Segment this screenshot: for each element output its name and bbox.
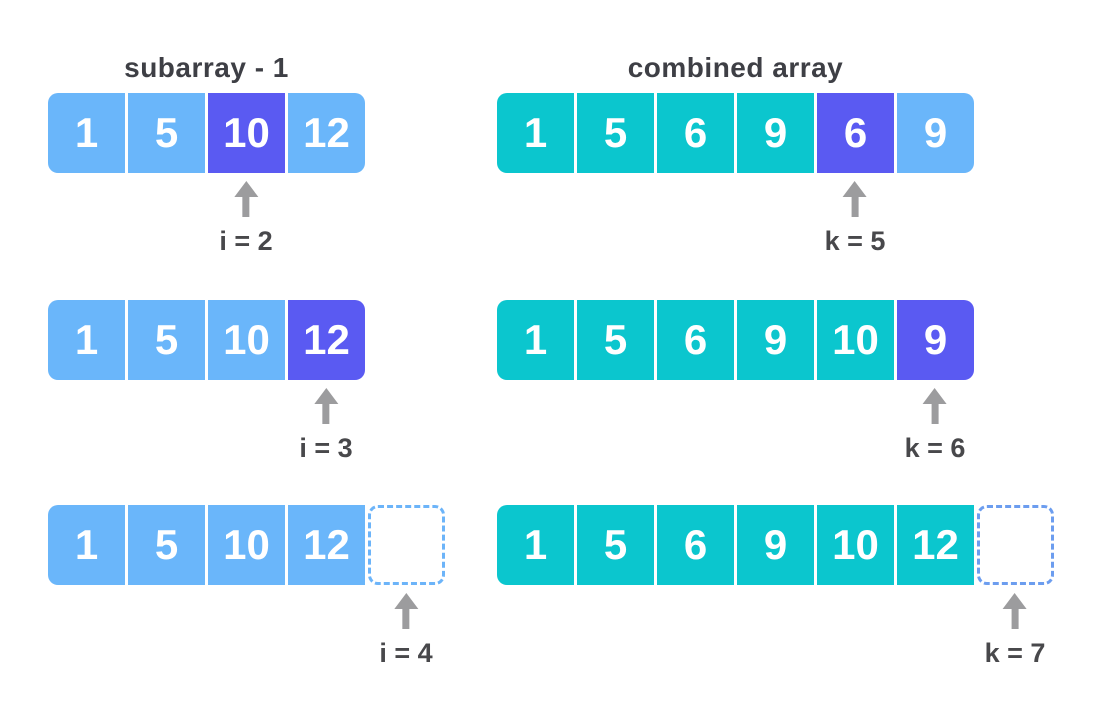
array-cell: 10	[208, 505, 285, 585]
empty-cell	[977, 505, 1054, 585]
index-pointer-k: k = 6	[904, 388, 966, 464]
index-pointer-k: k = 7	[984, 593, 1046, 669]
arrow-up-icon	[923, 388, 947, 404]
combined-array-title: combined array	[627, 52, 844, 83]
array-cell: 10	[817, 300, 894, 380]
array-cells: 1 5 10 12	[48, 300, 365, 380]
array-cell: 5	[128, 300, 205, 380]
index-pointer-k: k = 5	[824, 181, 886, 257]
array-cell: 9	[737, 505, 814, 585]
arrow-up-icon	[393, 593, 418, 609]
array-cell: 5	[577, 300, 654, 380]
arrow-stem	[402, 609, 410, 629]
array-cell: 6	[657, 300, 734, 380]
index-pointer-i: i = 4	[379, 593, 433, 669]
arrow-stem	[242, 197, 250, 217]
array-cell: 12	[288, 505, 365, 585]
array-cells: 1 5 6 9 10 12	[497, 505, 1054, 585]
combined-array-step-3: 1 5 6 9 10 12 k = 7	[497, 505, 1054, 668]
combined-array-step-2: 1 5 6 9 10 9 k = 6	[497, 300, 974, 463]
array-cell: 1	[497, 505, 574, 585]
array-cell: 5	[577, 93, 654, 173]
array-cell: 9	[737, 93, 814, 173]
array-cell: 1	[48, 300, 125, 380]
empty-cell	[368, 505, 445, 585]
array-cell: 9	[737, 300, 814, 380]
array-cell-highlighted: 9	[897, 300, 974, 380]
arrow-stem	[1011, 609, 1019, 629]
combined-array-step-1: combined array 1 5 6 9 6 9 k = 5	[497, 52, 974, 256]
subarray-step-3: 1 5 10 12 i = 4	[48, 505, 445, 668]
arrow-up-icon	[233, 181, 258, 197]
pointer-label: k = 7	[984, 638, 1046, 668]
array-cell: 1	[48, 93, 125, 173]
arrow-stem	[322, 404, 330, 424]
array-cell: 9	[897, 93, 974, 173]
array-cell: 6	[657, 505, 734, 585]
array-cell: 5	[128, 93, 205, 173]
arrow-up-icon	[843, 181, 867, 197]
pointer-label: i = 2	[219, 226, 273, 256]
array-cell-highlighted: 10	[208, 93, 285, 173]
array-cell: 1	[497, 93, 574, 173]
array-cells: 1 5 6 9 6 9	[497, 93, 974, 173]
index-pointer-i: i = 3	[299, 388, 353, 464]
array-cells: 1 5 10 12	[48, 93, 365, 173]
array-cell: 12	[288, 93, 365, 173]
array-cell: 10	[817, 505, 894, 585]
array-cell: 10	[208, 300, 285, 380]
array-cell: 6	[657, 93, 734, 173]
arrow-stem	[851, 197, 859, 217]
subarray-title: subarray - 1	[124, 52, 289, 83]
array-cell-highlighted: 6	[817, 93, 894, 173]
pointer-label: k = 6	[904, 433, 966, 463]
pointer-label: k = 5	[824, 226, 886, 256]
subarray-step-2: 1 5 10 12 i = 3	[48, 300, 365, 463]
array-cell-highlighted: 12	[288, 300, 365, 380]
array-cell: 1	[48, 505, 125, 585]
arrow-stem	[931, 404, 939, 424]
arrow-up-icon	[313, 388, 338, 404]
array-cells: 1 5 6 9 10 9	[497, 300, 974, 380]
array-cell: 1	[497, 300, 574, 380]
pointer-label: i = 3	[299, 433, 353, 463]
array-cell: 5	[128, 505, 205, 585]
array-cell: 12	[897, 505, 974, 585]
array-cells: 1 5 10 12	[48, 505, 445, 585]
index-pointer-i: i = 2	[219, 181, 273, 257]
arrow-up-icon	[1003, 593, 1027, 609]
subarray-step-1: subarray - 1 1 5 10 12 i = 2	[48, 52, 365, 256]
array-cell: 5	[577, 505, 654, 585]
pointer-label: i = 4	[379, 638, 433, 668]
